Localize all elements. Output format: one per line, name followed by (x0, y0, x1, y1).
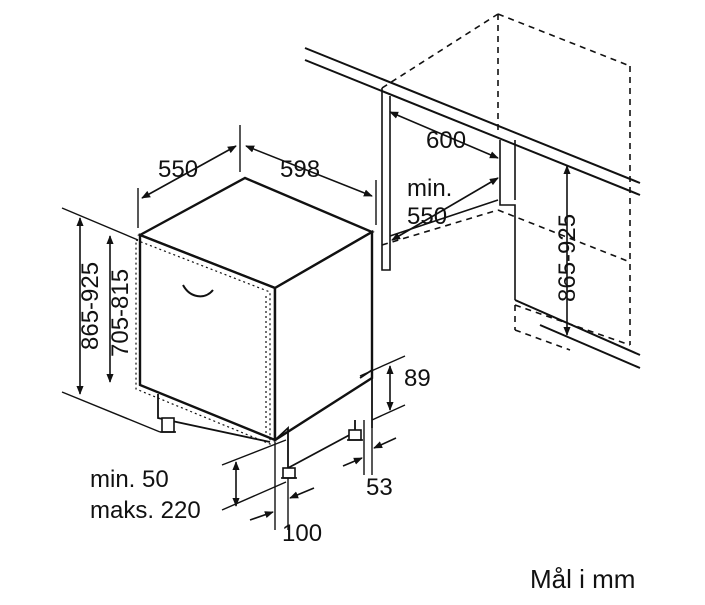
plinth-front (274, 425, 289, 468)
niche-right-wall (499, 140, 516, 300)
foot-offset-extensions (274, 442, 289, 530)
niche-right-base-line (514, 299, 641, 356)
depth-dimension (137, 125, 241, 228)
foot-offset-label: 100 (282, 520, 322, 547)
niche-depth-min-label: min. (407, 175, 452, 202)
plinth-depth-arrow-left (342, 457, 363, 467)
niche-height-label: 865-925 (554, 214, 581, 302)
height-label: 865-925 (77, 262, 104, 350)
unit-note: Mål i mm (530, 564, 635, 594)
depth-arrow (141, 145, 237, 199)
foot-left (161, 417, 175, 433)
foot-gap-extensions (221, 439, 287, 511)
foot-gap-max-label: maks. 220 (90, 497, 201, 524)
niche-depth-value-label: 550 (407, 203, 447, 230)
depth-label: 550 (158, 156, 198, 183)
foot-right (348, 429, 362, 441)
width-arrow (245, 145, 373, 197)
dishwasher (137, 176, 375, 469)
height-extension-lines (61, 207, 161, 433)
plinth-depth-label: 53 (366, 474, 393, 501)
foot-gap-min-label: min. 50 (90, 466, 169, 493)
niche-depth-arrow (391, 177, 499, 241)
niche-width-arrow (389, 111, 499, 159)
worktop-edge-bottom (304, 59, 641, 196)
foot-offset-arrow-right (289, 487, 315, 499)
width-label: 598 (280, 156, 320, 183)
plinth-depth-arrow-right (373, 437, 397, 449)
niche-left-wall (381, 88, 391, 271)
niche-width-label: 600 (426, 127, 466, 154)
plinth-height-label: 89 (404, 365, 431, 392)
dishwasher-feet (160, 417, 363, 479)
worktop-edge-top (304, 47, 641, 184)
plinth-depth-extensions (363, 420, 373, 475)
door-panel-outline (135, 239, 271, 445)
door-height-label: 705-815 (107, 269, 134, 357)
door-handle (182, 284, 214, 298)
plinth-height-extensions (359, 355, 406, 421)
plinth-left (157, 394, 271, 443)
foot-front (282, 467, 296, 479)
foot-offset-arrow-left (249, 511, 274, 521)
